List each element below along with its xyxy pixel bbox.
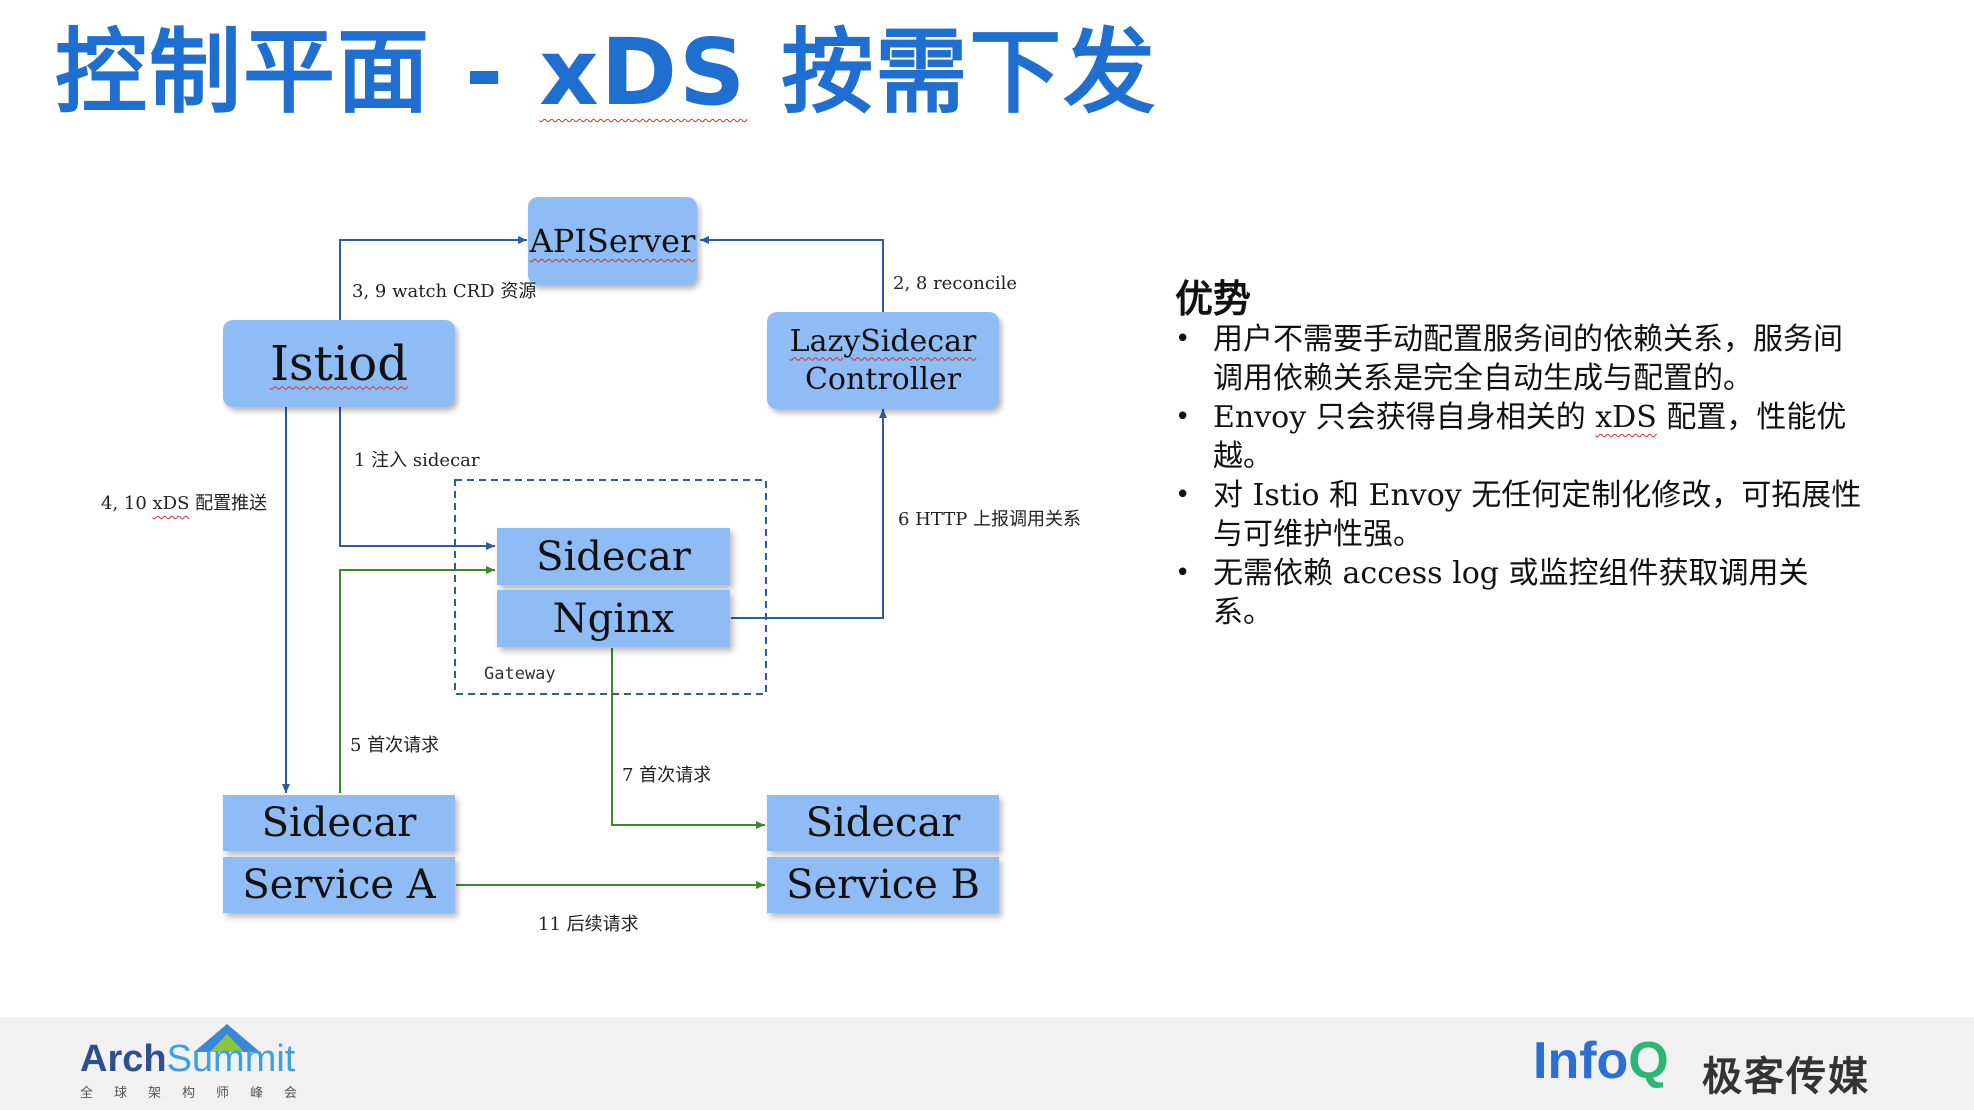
- advantage-xds: xDS: [1595, 400, 1657, 435]
- edge-istiod-gw-sidecar: [339, 407, 495, 550]
- title-xds: xDS: [539, 19, 748, 126]
- label-watch-crd: 3, 9 watch CRD 资源: [352, 281, 537, 302]
- nginx-label: Nginx: [552, 595, 675, 642]
- istiod-box: Istiod: [223, 320, 455, 407]
- infoq-logo: InfoQ: [1533, 1035, 1669, 1087]
- service-a-label: Service A: [242, 862, 436, 908]
- gateway-label: Gateway: [484, 664, 556, 684]
- label-first-request-5: 5 首次请求: [350, 735, 440, 756]
- label-http-report: 6 HTTP 上报调用关系: [898, 509, 1082, 530]
- label-xds-suffix: 配置推送: [189, 493, 268, 514]
- label-inject-sidecar: 1 注入 sidecar: [354, 450, 480, 471]
- edge-nginx-lazy: [731, 409, 887, 619]
- archsummit-subtitle: 全球架构师峰会: [80, 1086, 319, 1101]
- advantage-item: 对 Istio 和 Envoy 无任何定制化修改，可拓展性与可维护性强。: [1175, 476, 1865, 554]
- advantages-title: 优势: [1175, 277, 1252, 321]
- advantage-text: 无需依赖 access log 或监控组件获取调用关系。: [1213, 556, 1809, 630]
- advantage-item: 用户不需要手动配置服务间的依赖关系，服务间调用依赖关系是完全自动生成与配置的。: [1175, 320, 1865, 398]
- lazysidecar-label: LazySidecar: [789, 323, 977, 359]
- nginx-box: Nginx: [497, 590, 730, 647]
- service-b-label: Service B: [786, 862, 980, 908]
- advantage-item: 无需依赖 access log 或监控组件获取调用关系。: [1175, 554, 1865, 632]
- advantages-list: 用户不需要手动配置服务间的依赖关系，服务间调用依赖关系是完全自动生成与配置的。 …: [1175, 320, 1865, 632]
- archsummit-logo-summit: Summit: [166, 1038, 296, 1080]
- apiserver-label: APIServer: [529, 222, 696, 260]
- label-later-request: 11 后续请求: [538, 914, 639, 935]
- label-xds-word: xDS: [152, 493, 190, 514]
- slide-title: 控制平面 - xDS 按需下发: [55, 18, 1157, 128]
- advantage-text: Envoy 只会获得自身相关的: [1213, 400, 1596, 435]
- footer-bar: [0, 1017, 1974, 1110]
- service-b-sidecar-box: Sidecar: [767, 795, 999, 851]
- gateway-frame: [454, 479, 767, 695]
- advantage-text: 对 Istio 和 Envoy 无任何定制化修改，可拓展性与可维护性强。: [1213, 478, 1862, 552]
- service-b-sidecar-label: Sidecar: [805, 800, 961, 846]
- infoq-logo-info: Info: [1533, 1032, 1629, 1090]
- controller-label: Controller: [804, 361, 962, 397]
- gateway-sidecar-label: Sidecar: [536, 533, 691, 580]
- edge-nginx-service-b: [611, 648, 765, 829]
- edge-istiod-apiserver: [339, 236, 527, 320]
- lazysidecar-controller-box: LazySidecar Controller: [767, 312, 999, 409]
- advantage-text: 配置，性能优越。: [1213, 400, 1847, 474]
- service-a-sidecar-label: Sidecar: [261, 800, 417, 846]
- edge-lazy-apiserver: [700, 236, 884, 312]
- advantage-text: 用户不需要手动配置服务间的依赖关系，服务间调用依赖关系是完全自动生成与配置的。: [1213, 322, 1843, 396]
- geekbang-media-logo: 极客传媒: [1702, 1054, 1870, 1100]
- service-b-box: Service B: [767, 857, 999, 913]
- label-reconcile: 2, 8 reconcile: [893, 273, 1018, 294]
- infoq-logo-q: Q: [1628, 1032, 1669, 1090]
- label-xds-push: 4, 10 xDS 配置推送: [101, 489, 267, 515]
- gateway-sidecar-box: Sidecar: [497, 528, 730, 585]
- title-suffix: 按需下发: [747, 19, 1158, 126]
- apiserver-box: APIServer: [528, 197, 697, 285]
- label-xds-prefix: 4, 10: [101, 493, 153, 514]
- archsummit-logo: ArchSummit: [80, 1040, 295, 1078]
- service-a-sidecar-box: Sidecar: [223, 795, 455, 851]
- advantage-item: Envoy 只会获得自身相关的 xDS 配置，性能优越。: [1175, 398, 1865, 476]
- archsummit-logo-arch: Arch: [80, 1038, 167, 1080]
- service-a-box: Service A: [223, 857, 455, 913]
- edge-service-a-gw: [339, 566, 495, 793]
- label-first-request-7: 7 首次请求: [622, 765, 712, 786]
- title-prefix: 控制平面 -: [55, 19, 540, 126]
- istiod-label: Istiod: [270, 335, 408, 392]
- archsummit-mountain-icon: [194, 1024, 260, 1052]
